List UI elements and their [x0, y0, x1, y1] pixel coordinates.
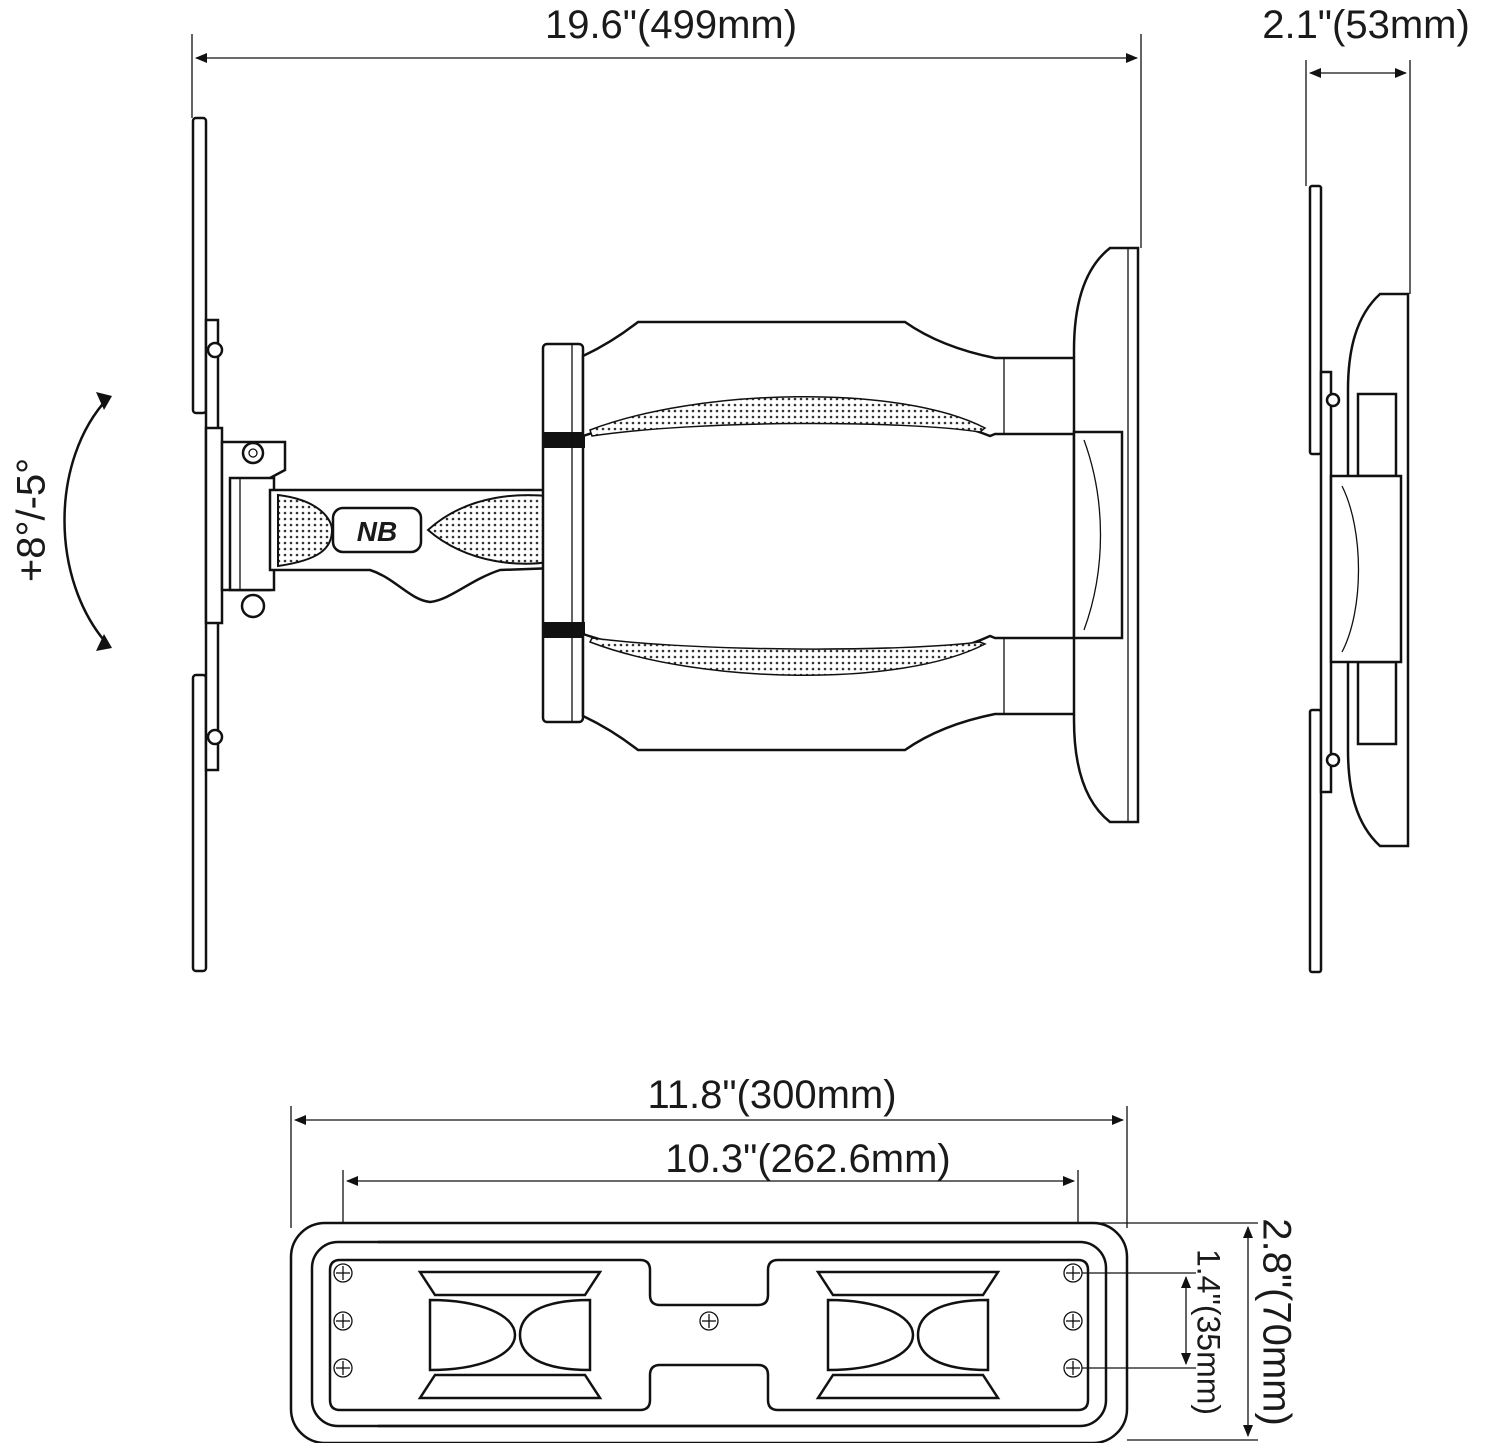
hole-spacing-horizontal-label: 10.3"(262.6mm) — [665, 1137, 950, 1181]
plate-height-label: 2.8"(70mm) — [1254, 1218, 1298, 1426]
hole-spacing-horizontal-dimension: 10.3"(262.6mm) — [342, 1137, 1079, 1262]
overall-width-dimension: 19.6"(499mm) — [191, 3, 1142, 248]
plate-width-dimension: 11.8"(300mm) — [290, 1073, 1128, 1228]
hole-spacing-vertical-dimension: 1.4"(35mm) — [1082, 1249, 1227, 1415]
plate-width-label: 11.8"(300mm) — [647, 1073, 896, 1117]
wall-plate-side — [1072, 246, 1140, 824]
side-view: 2.1"(53mm) — [1262, 3, 1470, 974]
middle-joint — [541, 342, 585, 724]
depth-label: 2.1"(53mm) — [1262, 3, 1470, 47]
wall-plate-view: 11.8"(300mm) 10.3"(262.6mm) — [289, 1073, 1298, 1445]
depth-dimension: 2.1"(53mm) — [1262, 3, 1470, 294]
tilt-head — [220, 440, 287, 619]
lower-long-arm — [581, 632, 1100, 752]
front-view: 19.6"(499mm) +8°/-5° — [10, 3, 1142, 973]
tv-bracket — [191, 116, 224, 973]
plate-height-dimension: 2.8"(70mm) — [1090, 1218, 1298, 1441]
short-arm: NB — [268, 488, 557, 604]
hole-spacing-vertical-label: 1.4"(35mm) — [1191, 1249, 1227, 1415]
logo: NB — [357, 516, 397, 547]
tilt-range-label: +8°/-5° — [10, 458, 54, 582]
upper-long-arm — [581, 320, 1100, 438]
tilt-arrow: +8°/-5° — [10, 392, 112, 651]
overall-width-label: 19.6"(499mm) — [545, 3, 797, 47]
